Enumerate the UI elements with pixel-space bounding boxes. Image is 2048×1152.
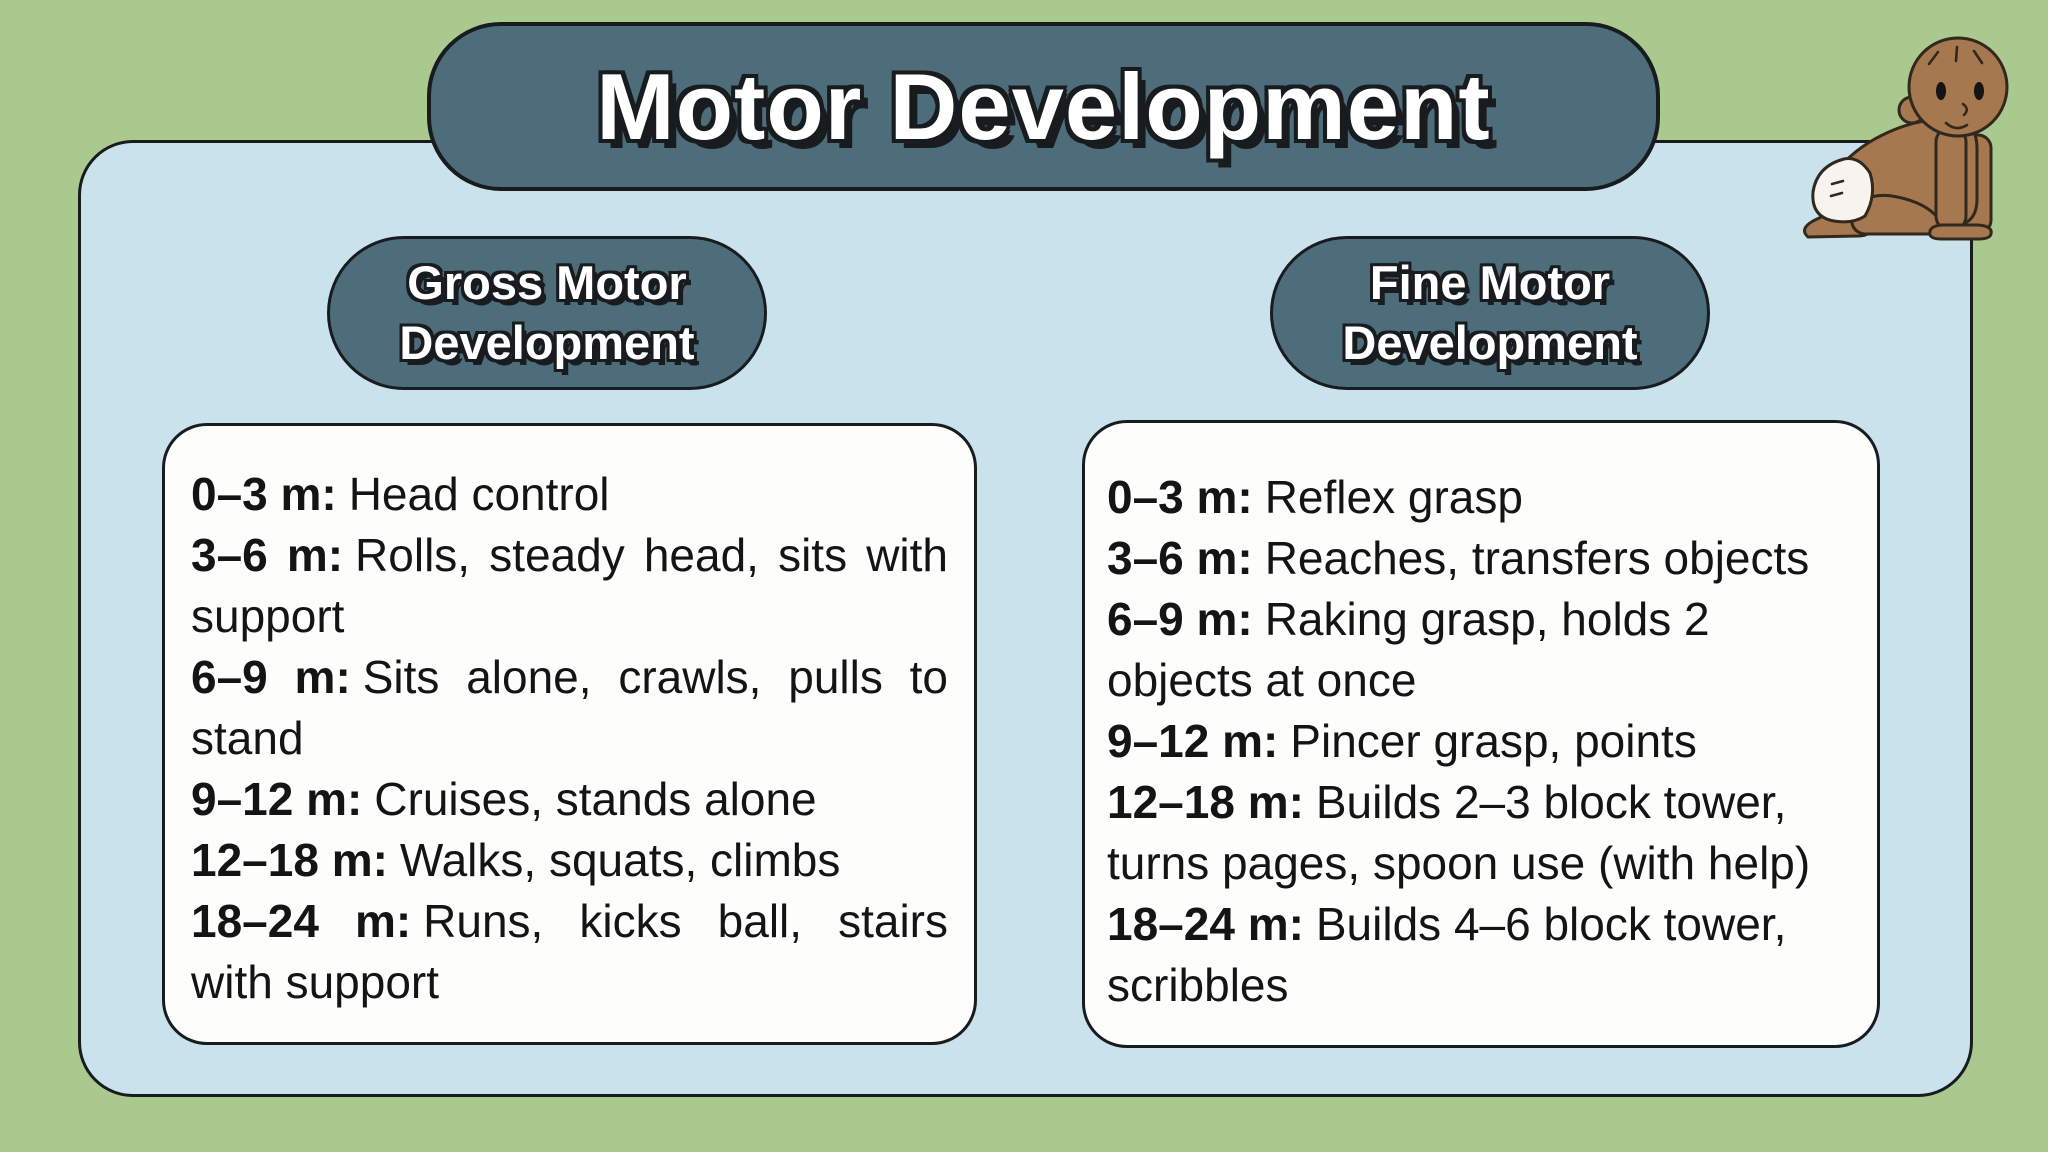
milestone-range: 6–9 m:: [191, 651, 351, 703]
milestone-item: 3–6 m:Reaches, transfers objects: [1107, 528, 1859, 589]
gross-motor-header-pill: Gross Motor Development: [327, 236, 767, 390]
milestone-range: 3–6 m:: [191, 529, 344, 581]
milestone-range: 12–18 m:: [1107, 776, 1304, 828]
milestone-item: 12–18 m:Walks, squats, climbs: [191, 830, 948, 891]
milestone-item: 9–12 m:Pincer grasp, points: [1107, 711, 1859, 772]
milestone-range: 18–24 m:: [1107, 898, 1304, 950]
fine-motor-header-pill: Fine Motor Development: [1270, 236, 1710, 390]
milestone-range: 3–6 m:: [1107, 532, 1253, 584]
milestone-item: 18–24 m:Runs, kicks ball, stairs with su…: [191, 891, 948, 1013]
milestone-range: 6–9 m:: [1107, 593, 1253, 645]
milestone-item: 6–9 m:Sits alone, crawls, pulls to stand: [191, 647, 948, 769]
fine-motor-header-label: Fine Motor Development: [1342, 256, 1638, 369]
milestone-item: 6–9 m:Raking grasp, holds 2 objects at o…: [1107, 589, 1859, 711]
milestone-text: Runs, kicks ball, stairs with support: [191, 895, 949, 1008]
milestone-text: Builds 4–6 block tower, scribbles: [1107, 898, 1787, 1011]
milestone-item: 0–3 m:Head control: [191, 464, 948, 525]
page-title: Motor Development: [596, 53, 1491, 159]
milestone-item: 3–6 m:Rolls, steady head, sits with supp…: [191, 525, 948, 647]
milestone-item: 18–24 m:Builds 4–6 block tower, scribble…: [1107, 894, 1859, 1016]
milestone-text: Head control: [348, 468, 610, 520]
milestone-item: 12–18 m:Builds 2–3 block tower, turns pa…: [1107, 772, 1859, 894]
crawling-baby-icon: [1802, 36, 2009, 241]
milestone-text: Cruises, stands alone: [374, 773, 817, 825]
milestone-range: 0–3 m:: [1107, 471, 1253, 523]
milestone-text: Reaches, transfers objects: [1264, 532, 1810, 584]
milestone-text: Raking grasp, holds 2 objects at once: [1107, 593, 1710, 706]
milestone-item: 9–12 m:Cruises, stands alone: [191, 769, 948, 830]
milestone-text: Walks, squats, climbs: [399, 834, 841, 886]
milestone-range: 12–18 m:: [191, 834, 388, 886]
milestone-range: 9–12 m:: [1107, 715, 1279, 767]
milestone-range: 18–24 m:: [191, 895, 412, 947]
milestone-text: Sits alone, crawls, pulls to stand: [191, 651, 948, 764]
gross-motor-card: 0–3 m:Head control 3–6 m:Rolls, steady h…: [162, 423, 977, 1045]
milestone-range: 9–12 m:: [191, 773, 363, 825]
gross-motor-header-label: Gross Motor Development: [399, 256, 695, 369]
milestone-text: Reflex grasp: [1264, 471, 1523, 523]
milestone-text: Pincer grasp, points: [1290, 715, 1697, 767]
milestone-range: 0–3 m:: [191, 468, 337, 520]
milestone-item: 0–3 m:Reflex grasp: [1107, 467, 1859, 528]
milestone-text: Builds 2–3 block tower, turns pages, spo…: [1107, 776, 1811, 889]
title-banner: Motor Development: [427, 22, 1660, 191]
fine-motor-card: 0–3 m:Reflex grasp 3–6 m:Reaches, transf…: [1082, 420, 1880, 1048]
milestone-text: Rolls, steady head, sits with support: [191, 529, 948, 642]
